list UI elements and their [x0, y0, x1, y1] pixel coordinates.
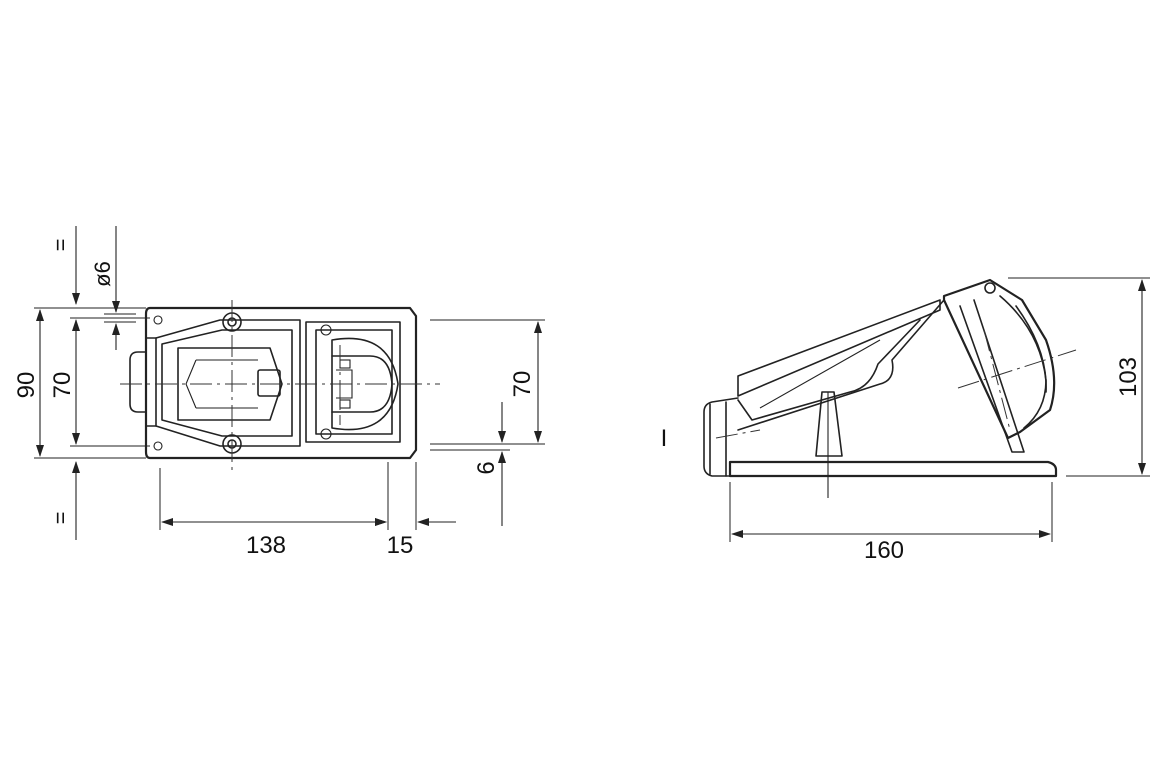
side-dimensions: 160 103 I — [661, 277, 1150, 564]
side-marker: I — [661, 425, 668, 452]
dim-160-label: 160 — [864, 537, 904, 564]
front-view — [120, 300, 440, 470]
dim-70-right-label: 70 — [509, 371, 536, 398]
dim-70-left-label: 70 — [49, 372, 76, 399]
equal-mark-top: = — [48, 239, 73, 252]
equal-mark-bottom: = — [48, 512, 73, 525]
side-view — [703, 278, 1077, 498]
dim-90-label: 90 — [13, 372, 40, 399]
dim-138-label: 138 — [246, 532, 286, 559]
dim-103-label: 103 — [1115, 357, 1142, 397]
dim-15-label: 15 — [387, 532, 414, 559]
dim-hole-diameter-label: ø6 — [90, 261, 115, 287]
dim-6-label: 6 — [473, 461, 500, 474]
front-dimensions: 90 70 = = ø6 70 6 138 15 — [13, 226, 545, 559]
